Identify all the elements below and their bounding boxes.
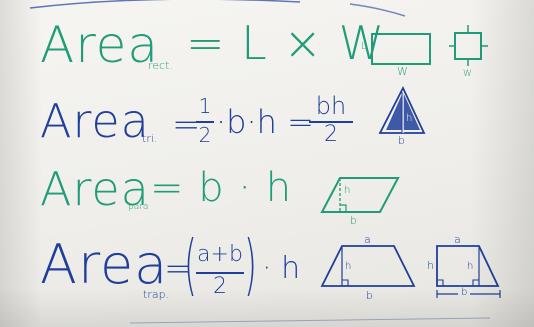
trapezoid-denominator: 2 (213, 274, 227, 299)
triangle-equals: = (172, 105, 201, 145)
rectangle-diagram (371, 33, 431, 65)
stray-bottom-stroke (129, 317, 491, 324)
parallelogram-formula: = b · h (150, 165, 293, 211)
trapezoid-right-paren: ) (244, 226, 257, 303)
triangle-bh-denominator: 2 (324, 122, 338, 147)
triangle-height-label: h (406, 113, 413, 124)
triangle-half-bar (196, 121, 214, 123)
parallelogram-height-label: h (344, 185, 351, 196)
stray-top-stroke-right (349, 3, 406, 17)
right-trapezoid-diagram (436, 245, 500, 287)
triangle-half-numerator: 1 (198, 94, 212, 118)
triangle-half-denominator: 2 (198, 123, 212, 147)
triangle-area-word: Area (40, 94, 150, 148)
parallelogram-subscript: para (128, 202, 149, 212)
rectangle-length-label: L (361, 41, 367, 52)
trapezoid-subscript: trap. (143, 288, 170, 301)
triangle-bh-bar (309, 121, 353, 123)
trapezoid-numerator: a+b (197, 242, 243, 267)
trapezoid-fraction-bar (196, 272, 244, 274)
trapezoid-area-word: Area (40, 233, 169, 296)
stray-top-stroke (29, 0, 301, 9)
right-trapezoid-side-height-label: h (427, 259, 434, 272)
rectangle-width-label: W (397, 65, 408, 78)
trapezoid-height-label: h (345, 261, 352, 272)
square-width-label: W (463, 69, 472, 79)
triangle-base-label: b (398, 134, 405, 147)
right-trapezoid-top-label: a (454, 233, 461, 246)
parallelogram-area-word: Area (40, 162, 150, 216)
triangle-bh-numerator: bh (315, 92, 347, 120)
trapezoid-times-h: · h (262, 251, 301, 286)
parallelogram-base-label: b (350, 214, 357, 227)
rectangle-formula: = L × W (186, 16, 386, 70)
right-trapezoid-height-label: h (467, 261, 474, 272)
triangle-subscript: tri. (142, 132, 158, 145)
rectangle-subscript: rect. (148, 59, 173, 72)
trapezoid-diagram (320, 245, 416, 287)
square-diagram (454, 32, 482, 60)
trapezoid-left-paren: ( (184, 226, 197, 303)
trapezoid-equals: = (164, 249, 193, 289)
rectangle-area-word: Area (40, 16, 160, 74)
trapezoid-bottom-label: b (366, 289, 373, 302)
parallelogram-diagram (320, 177, 400, 213)
right-trapezoid-bottom-label: b (461, 287, 468, 298)
triangle-bh-product: ·b·h = (216, 103, 314, 141)
trapezoid-top-label: a (364, 233, 371, 246)
